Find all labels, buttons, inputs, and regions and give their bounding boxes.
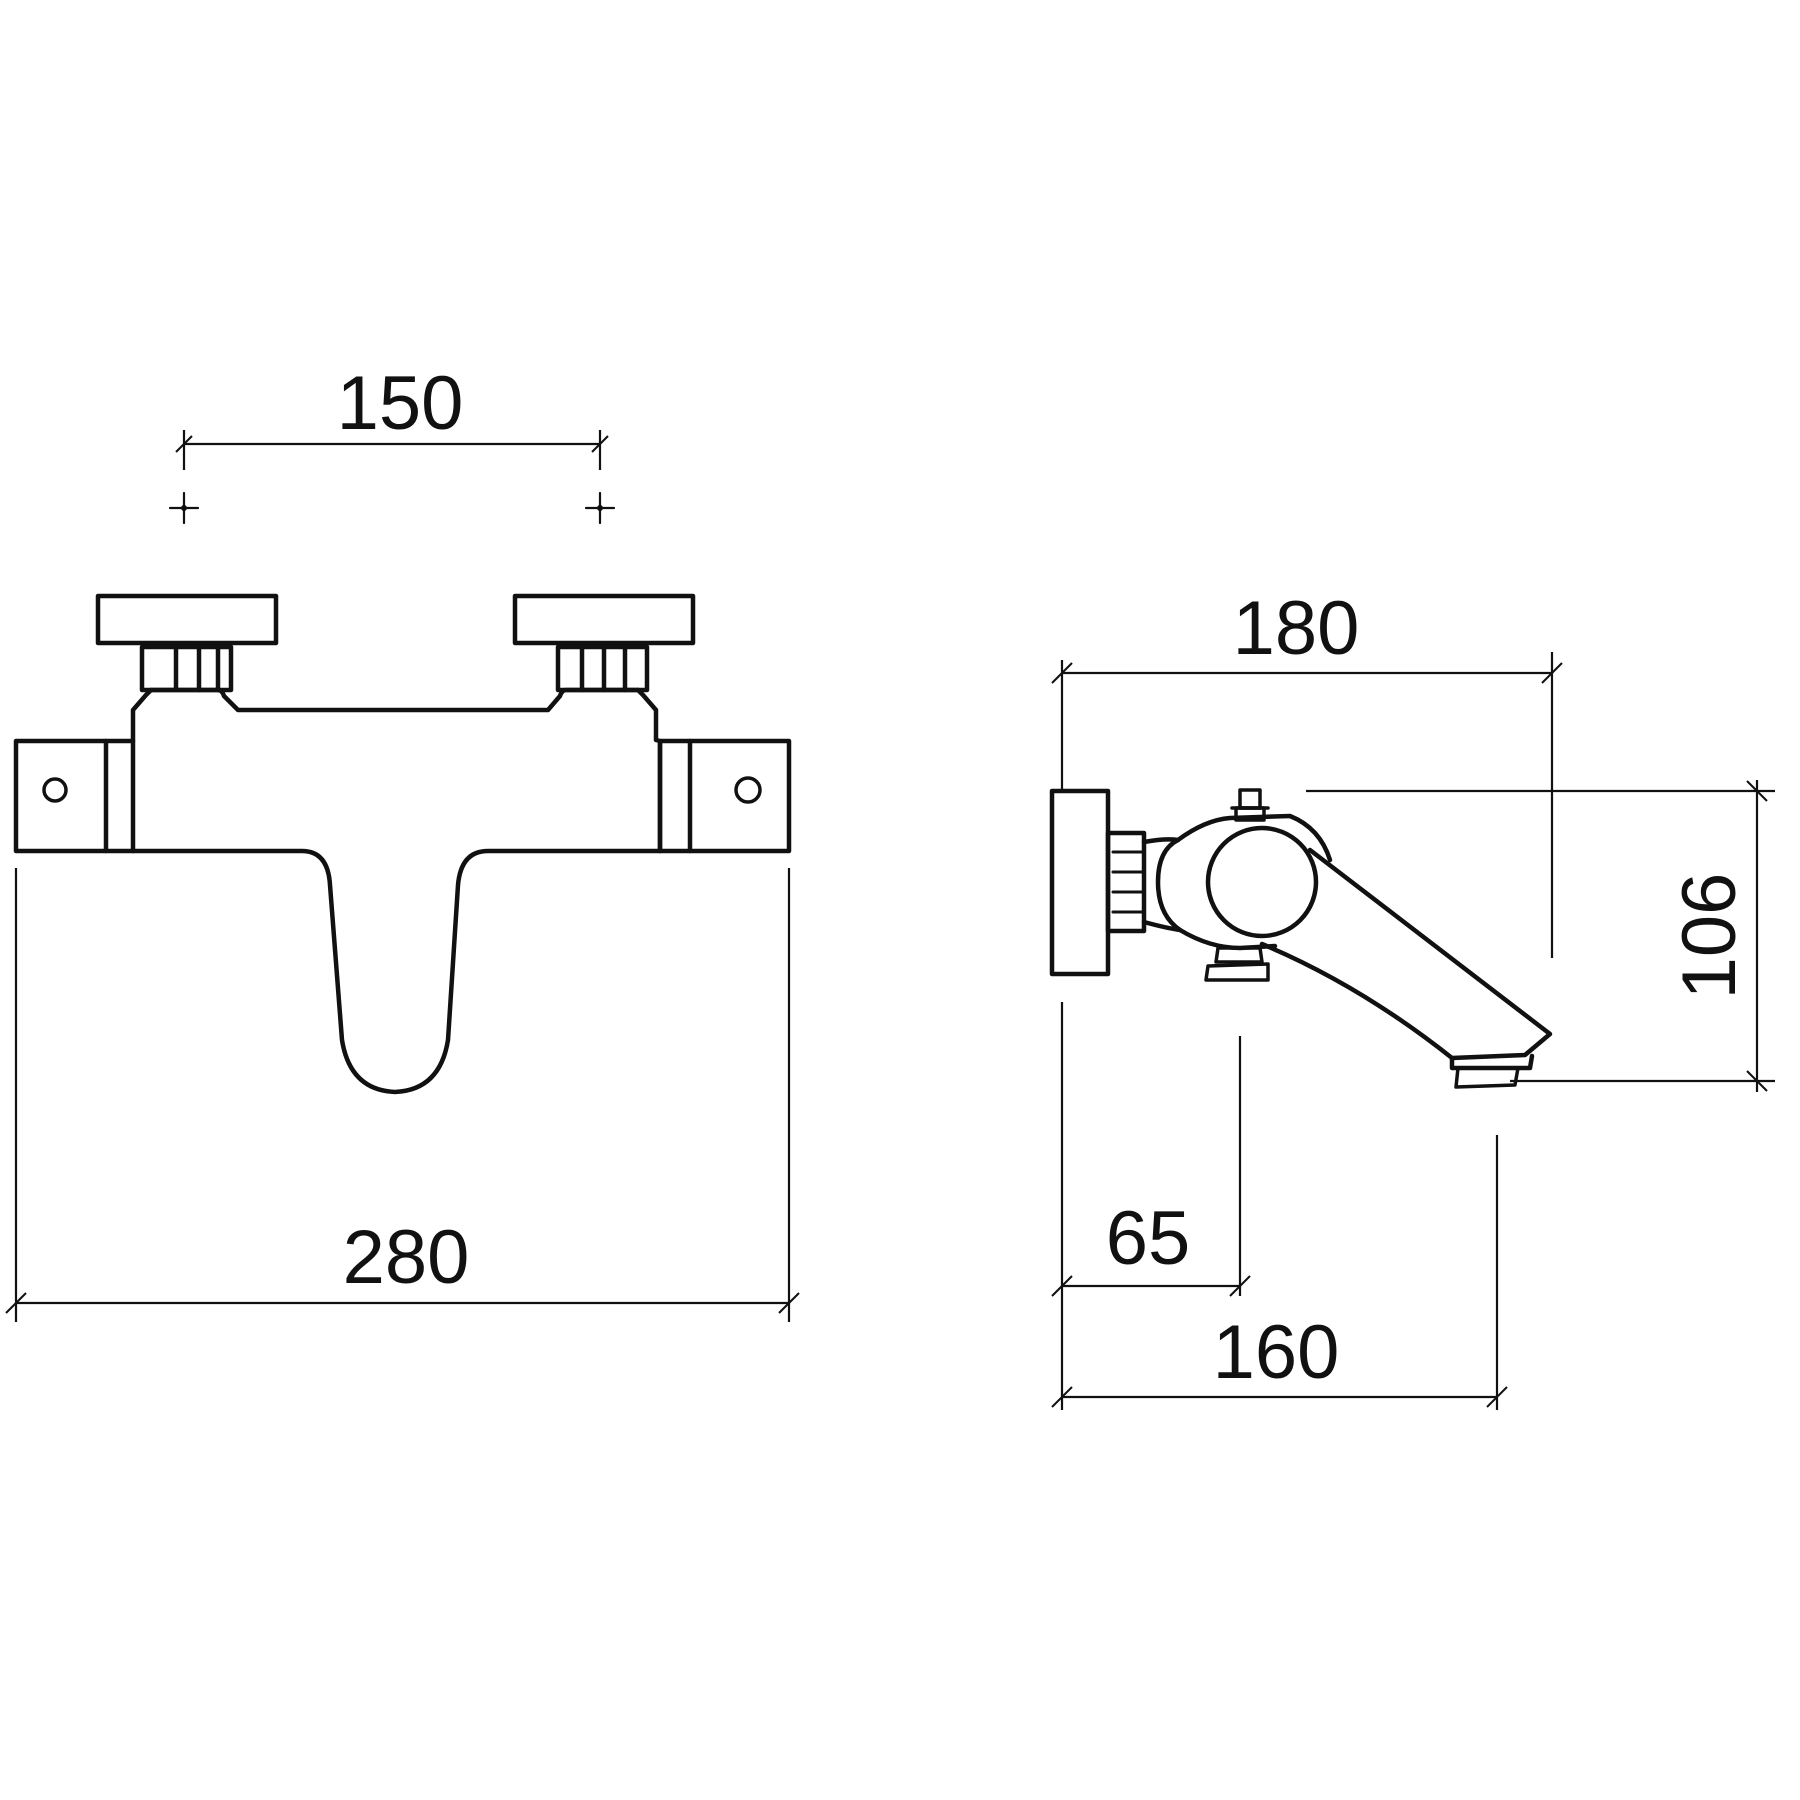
side-connector [1105,830,1183,934]
left-inlet-centre-mark [168,491,200,525]
dimension-160-label: 160 [1213,1310,1340,1395]
dimension-150: 150 [175,361,609,470]
dimension-106: 106 [1306,780,1775,1092]
left-handle [95,593,279,693]
dimension-106-label: 106 [1667,873,1752,1000]
side-top-knob [1230,788,1270,822]
side-view: 180 106 65 160 [1049,586,1775,1410]
dimension-180: 180 [1051,586,1563,958]
dimension-65-label: 65 [1106,1196,1191,1281]
dimension-180-label: 180 [1233,586,1360,671]
dimension-65: 65 [1051,1002,1251,1410]
neck [148,687,641,713]
right-handle [512,593,696,693]
side-spout [1259,847,1553,1089]
side-diverter-button [1204,946,1270,982]
front-view: 150 280 [5,361,800,1322]
side-wall-plate [1049,788,1111,977]
dimension-280: 280 [5,868,800,1322]
right-inlet-centre-mark [584,491,616,525]
dimension-150-label: 150 [337,361,464,446]
left-wall-plate [13,738,136,854]
dimension-280-label: 280 [343,1215,470,1300]
dimension-160: 160 [1051,1135,1508,1410]
mixer-body [130,687,663,1095]
right-wall-plate [657,738,792,854]
side-valve-body [1175,813,1333,951]
